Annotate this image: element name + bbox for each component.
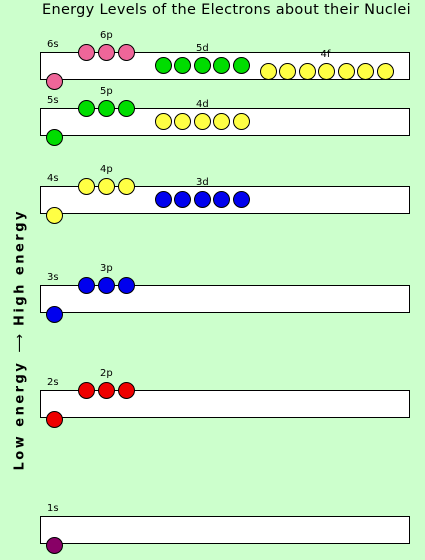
orbital-label-6p: 6p <box>100 30 113 41</box>
orbital-label-6s: 6s <box>47 39 59 50</box>
orbital-label-4s: 4s <box>47 173 59 184</box>
electron-3d <box>232 190 250 208</box>
electron-3d <box>174 190 191 208</box>
orbital-label-2s: 2s <box>47 377 59 388</box>
electron-4f <box>376 62 394 80</box>
level-1-bar <box>40 516 410 544</box>
electron-5s <box>45 128 63 146</box>
electron-5d <box>154 56 172 74</box>
orbital-label-4f: 4f <box>320 49 331 60</box>
electron-5p <box>77 99 95 117</box>
electron-5d <box>193 56 211 74</box>
electron-2p <box>97 381 115 399</box>
electron-4f <box>318 62 335 80</box>
electron-4p <box>117 177 135 195</box>
electron-5p <box>117 99 135 117</box>
electron-2p <box>77 381 95 399</box>
electron-5d <box>213 56 230 74</box>
orbital-label-3s: 3s <box>47 272 59 283</box>
electron-5d <box>174 56 191 74</box>
electron-4d <box>154 112 172 130</box>
electron-3p <box>117 276 135 294</box>
electron-3d <box>193 190 211 208</box>
low-energy-label: Low energy <box>12 360 28 471</box>
electron-1s <box>45 536 63 554</box>
diagram-title: Energy Levels of the Electrons about the… <box>42 2 411 18</box>
electron-3p <box>97 276 115 294</box>
electron-6p <box>97 43 115 61</box>
orbital-label-5s: 5s <box>47 95 59 106</box>
electron-6p <box>77 43 95 61</box>
electron-4f <box>279 62 296 80</box>
orbital-label-2p: 2p <box>100 368 113 379</box>
electron-5d <box>232 56 250 74</box>
orbital-label-1s: 1s <box>47 503 59 514</box>
energy-axis-label: Low energy ⟶ High energy <box>12 209 28 471</box>
electron-5p <box>97 99 115 117</box>
arrow-right-icon: ⟶ <box>12 334 28 353</box>
level-2-bar <box>40 390 410 418</box>
electron-4f <box>337 62 355 80</box>
electron-3p <box>77 276 95 294</box>
electron-4d <box>213 112 230 130</box>
electron-3s <box>45 305 63 323</box>
orbital-label-4d: 4d <box>196 99 209 110</box>
electron-4p <box>97 177 115 195</box>
electron-4s <box>45 206 63 224</box>
electron-4d <box>174 112 191 130</box>
electron-3d <box>213 190 230 208</box>
electron-4f <box>298 62 316 80</box>
electron-4f <box>259 62 277 80</box>
electron-3d <box>154 190 172 208</box>
high-energy-label: High energy <box>12 209 28 327</box>
level-3-bar <box>40 285 410 313</box>
orbital-label-4p: 4p <box>100 164 113 175</box>
electron-2s <box>45 410 63 428</box>
electron-6p <box>117 43 135 61</box>
orbital-label-5d: 5d <box>196 43 209 54</box>
electron-2p <box>117 381 135 399</box>
electron-4d <box>232 112 250 130</box>
orbital-label-5p: 5p <box>100 86 113 97</box>
electron-4p <box>77 177 95 195</box>
orbital-label-3d: 3d <box>196 177 209 188</box>
electron-4d <box>193 112 211 130</box>
orbital-label-3p: 3p <box>100 263 113 274</box>
electron-4f <box>357 62 374 80</box>
electron-6s <box>45 72 63 90</box>
